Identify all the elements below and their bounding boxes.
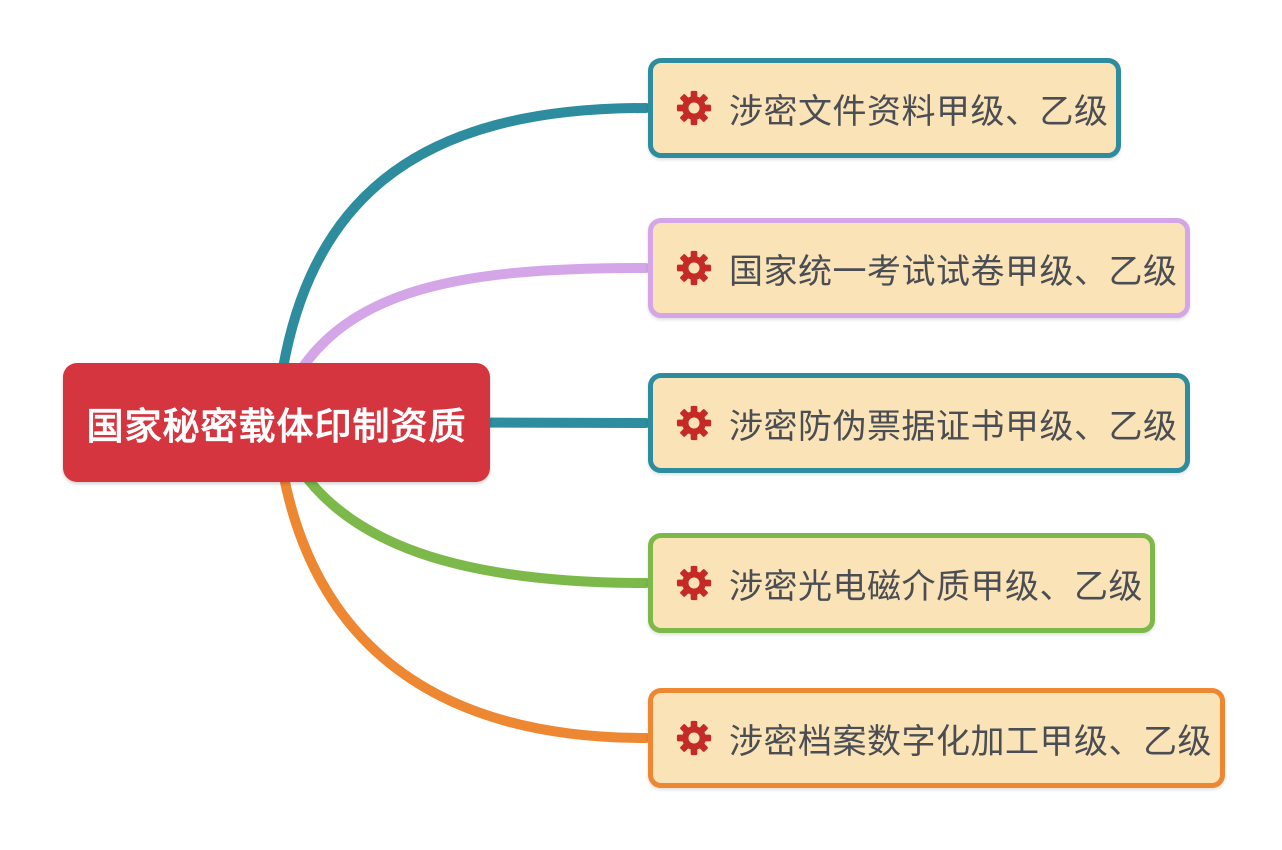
branch-node-national-exam-papers[interactable]: 国家统一考试试卷甲级、乙级 <box>648 218 1190 318</box>
branch-node-secret-documents[interactable]: 涉密文件资料甲级、乙级 <box>648 58 1121 158</box>
branch-label: 涉密文件资料甲级、乙级 <box>729 92 1109 131</box>
gear-icon <box>676 720 712 756</box>
branch-label: 涉密光电磁介质甲级、乙级 <box>729 567 1143 606</box>
root-node-label: 国家秘密载体印制资质 <box>86 405 467 447</box>
branch-node-optical-electromagnetic-media[interactable]: 涉密光电磁介质甲级、乙级 <box>648 533 1155 633</box>
branch-label: 涉密档案数字化加工甲级、乙级 <box>729 722 1212 761</box>
branch-node-archive-digitization[interactable]: 涉密档案数字化加工甲级、乙级 <box>648 688 1225 788</box>
gear-icon <box>676 90 712 126</box>
gear-icon <box>676 405 712 441</box>
branch-node-anticounterfeit-certificates[interactable]: 涉密防伪票据证书甲级、乙级 <box>648 373 1190 473</box>
root-node[interactable]: 国家秘密载体印制资质 <box>63 363 490 482</box>
branch-label: 国家统一考试试卷甲级、乙级 <box>729 252 1178 291</box>
branch-label: 涉密防伪票据证书甲级、乙级 <box>729 407 1178 446</box>
connector-branch-1 <box>271 103 651 427</box>
connector-branch-5 <box>271 417 651 743</box>
gear-icon <box>676 250 712 286</box>
gear-icon <box>676 565 712 601</box>
